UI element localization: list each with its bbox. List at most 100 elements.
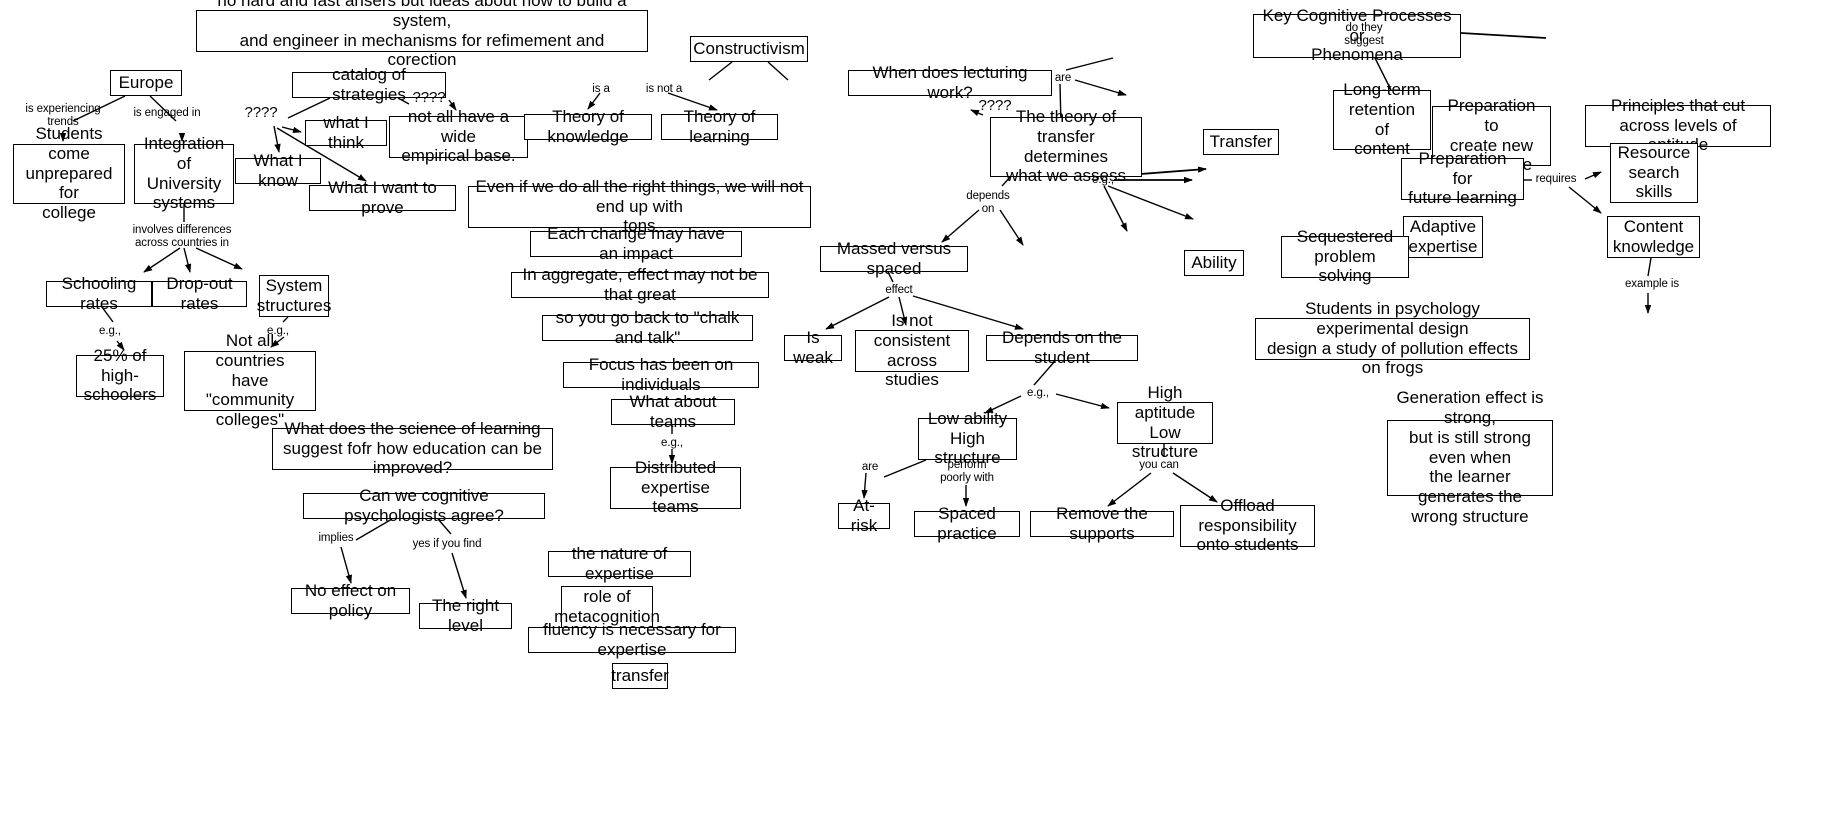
link-label-yes-if-you-find: yes if you find [412, 538, 482, 550]
node-what-i-want-to-prove[interactable]: What I want to prove [309, 178, 456, 217]
node-not-all-have-wide-empirical-base[interactable]: not all have a wide empirical base. [389, 107, 528, 165]
node-what-i-think[interactable]: what I think [305, 113, 387, 152]
node-students-in-psychology-experimental-design[interactable]: Students in psychology experimental desi… [1255, 299, 1530, 377]
node-system-structures[interactable]: System structures [257, 275, 331, 317]
node-students-come-unprepared[interactable]: Students come unprepared for college [13, 124, 125, 222]
node-transfer[interactable]: Transfer [1203, 129, 1279, 155]
node-25-percent-high-schoolers[interactable]: 25% of high- schoolers [76, 346, 164, 404]
node-catalog-of-strategies[interactable]: catalog of strategies [292, 65, 446, 104]
link-label-q1: ???? [244, 104, 278, 121]
edge-youcan-removesupports [1107, 472, 1152, 507]
edge-are-atrisk [861, 472, 868, 499]
link-label-example-is: example is [1625, 278, 1679, 290]
link-label-is-not-a: is not a [645, 83, 683, 95]
node-can-we-cognitive-psychologists-agree[interactable]: Can we cognitive psychologists agree? [303, 486, 545, 525]
node-even-if-we-do-all-right-things[interactable]: Even if we do all the right things, we w… [468, 177, 811, 235]
edge-construct-isnota [767, 61, 789, 81]
node-spaced-practice[interactable]: Spaced practice [914, 504, 1020, 543]
node-preparation-future-learning[interactable]: Preparation for future learning [1401, 149, 1524, 207]
node-so-you-go-back-chalk-and-talk[interactable]: so you go back to "chalk and talk" [542, 308, 753, 347]
edge-contentknow-example [1647, 257, 1652, 277]
edge-q1-whatithink [281, 126, 302, 134]
node-ability[interactable]: Ability [1184, 250, 1244, 276]
link-label-perform-poorly-with: perform poorly with [940, 459, 994, 484]
link-label-involves-differences: involves differences across countries in [132, 224, 232, 249]
link-label-q3: ???? [978, 97, 1012, 114]
node-theory-of-knowledge[interactable]: Theory of knowledge [524, 107, 652, 146]
node-what-i-know[interactable]: What I know [235, 151, 321, 190]
node-sequestered-problem-solving[interactable]: Sequestered problem solving [1281, 227, 1409, 285]
node-low-ability-high-structure[interactable]: Low ability High structure [918, 409, 1017, 467]
node-each-change-may-have-impact[interactable]: Each change may have an impact [530, 224, 742, 263]
node-theory-of-transfer[interactable]: The theory of transfer determines what w… [990, 107, 1142, 185]
node-integration-university-systems[interactable]: Integration of University systems [134, 134, 234, 212]
link-label-eg-teams: e.g., [661, 437, 683, 449]
edge-are-longterm [1074, 79, 1127, 96]
link-label-are-keycog: are [1054, 72, 1072, 84]
node-no-effect-on-policy[interactable]: No effect on policy [291, 581, 410, 620]
node-offload-responsibility[interactable]: Offload responsibility onto students [1180, 496, 1315, 554]
link-label-implies: implies [318, 532, 354, 544]
node-adaptive-expertise[interactable]: Adaptive expertise [1403, 216, 1483, 258]
edge-yesif-rightlevel [451, 552, 467, 599]
edge-eg-sequestered [1103, 185, 1128, 232]
node-remove-the-supports[interactable]: Remove the supports [1030, 504, 1174, 543]
link-label-are-lowability: are [861, 461, 879, 473]
link-label-q2: ???? [412, 89, 446, 106]
node-when-does-lecturing-work[interactable]: When does lecturing work? [848, 63, 1052, 102]
node-fluency-necessary-for-expertise[interactable]: fluency is necessary for expertise [528, 620, 736, 659]
link-label-you-can: you can [1139, 459, 1179, 471]
edge-eg-adaptive [1107, 185, 1194, 220]
node-what-about-teams[interactable]: What about teams [611, 392, 735, 431]
node-what-does-science-of-learning-suggest[interactable]: What does the science of learning sugges… [272, 419, 553, 477]
edge-construct-isa [708, 61, 733, 81]
node-europe[interactable]: Europe [110, 70, 182, 96]
link-label-is-engaged-in: is engaged in [133, 107, 201, 119]
link-label-do-they-suggest: do they suggest [1344, 22, 1384, 47]
edge-hub-system [195, 247, 243, 270]
edge-keycog-dothey [1460, 32, 1547, 39]
edge-implies-noeffect [340, 546, 352, 584]
edge-system-eg [282, 316, 289, 323]
node-generation-effect[interactable]: Generation effect is strong, but is stil… [1387, 388, 1553, 526]
link-label-requires: requires [1535, 173, 1577, 185]
link-label-eg-transfer: e.g., [1092, 174, 1114, 186]
node-drop-out-rates[interactable]: Drop-out rates [152, 274, 247, 313]
node-in-aggregate-effect[interactable]: In aggregate, effect may not be that gre… [511, 265, 769, 304]
node-the-nature-of-expertise[interactable]: the nature of expertise [548, 544, 691, 583]
node-transfer-keyword[interactable]: transfer [611, 663, 669, 689]
edge-hub-schooling [143, 247, 181, 273]
link-label-depends-on: depends on [966, 190, 1010, 215]
node-focus-has-been-on-individuals[interactable]: Focus has been on individuals [563, 355, 759, 394]
node-massed-versus-spaced[interactable]: Massed versus spaced [820, 239, 968, 278]
node-is-weak[interactable]: Is weak [784, 328, 842, 367]
edge-hub-dropout [183, 247, 192, 273]
node-constructivism[interactable]: Constructivism [690, 36, 808, 62]
node-no-hard-fast[interactable]: no hard and fast ansers but ideas about … [196, 0, 648, 69]
link-label-effect: effect [885, 284, 913, 296]
link-label-eg-schooling: e.g., [99, 325, 121, 337]
edge-requires-resource [1584, 171, 1602, 180]
link-label-is-a: is a [592, 83, 610, 95]
node-the-right-level[interactable]: The right level [419, 596, 512, 635]
node-key-cognitive-processes[interactable]: Key Cognitive Processes or Phenomena [1253, 6, 1461, 64]
node-not-all-countries-community-colleges[interactable]: Not all countries have "community colleg… [184, 331, 316, 429]
edge-q1-whatiknow [273, 125, 281, 153]
node-theory-of-learning[interactable]: Theory of learning [661, 107, 778, 146]
link-label-eg-student: e.g., [1027, 387, 1049, 399]
node-content-knowledge[interactable]: Content knowledge [1607, 216, 1700, 258]
node-at-risk[interactable]: At-risk [838, 496, 890, 535]
edge-eg-highaptitude [1055, 393, 1110, 410]
edge-requires-contentknow [1568, 186, 1602, 214]
node-distributed-expertise-teams[interactable]: Distributed expertise teams [610, 458, 741, 516]
edge-keycog-are [1065, 57, 1114, 71]
node-resource-search-skills[interactable]: Resource search skills [1610, 143, 1698, 203]
node-long-term-retention[interactable]: Long-term retention of content [1333, 80, 1431, 158]
node-high-aptitude-low-structure[interactable]: High aptitude Low structure [1117, 383, 1213, 461]
node-principles-cut-across-aptitude[interactable]: Principles that cut across levels of apt… [1585, 96, 1771, 154]
node-schooling-rates[interactable]: Schooling rates [46, 274, 152, 313]
node-depends-on-the-student[interactable]: Depends on the student [986, 328, 1138, 367]
node-is-not-consistent-across-studies[interactable]: Is not consistent across studies [855, 311, 969, 389]
link-label-is-experiencing-trends: is experiencing trends [25, 103, 101, 128]
